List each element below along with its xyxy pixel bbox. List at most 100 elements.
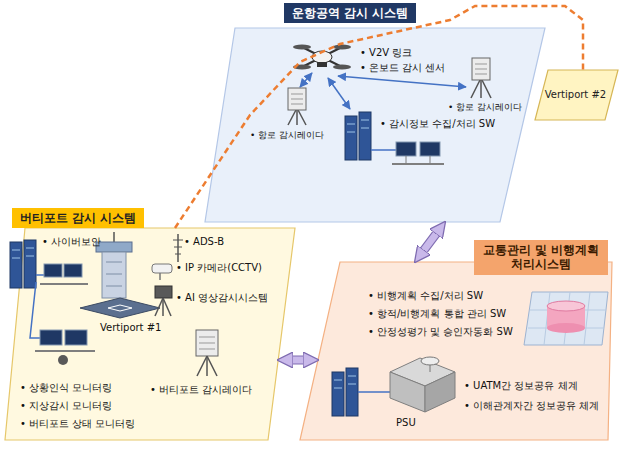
radar-icon-part bbox=[291, 94, 303, 95]
component-label: • AI 영상감시시스템 bbox=[176, 292, 268, 304]
vertiport-pad-part bbox=[108, 305, 132, 311]
monitor-icon-part bbox=[64, 264, 82, 277]
server-icon-part bbox=[24, 240, 36, 288]
component-label: • IP 카메라(CCTV) bbox=[176, 262, 262, 274]
monitor-icon-part bbox=[396, 142, 416, 156]
monitor-icon-part bbox=[430, 156, 431, 164]
radar-icon-part bbox=[475, 64, 487, 65]
panel-shape bbox=[205, 28, 545, 222]
panel-shape bbox=[300, 262, 612, 440]
operator-desk-part bbox=[65, 330, 87, 345]
component-label: • 항적/비행계획 통합 관리 SW bbox=[368, 308, 506, 320]
psu-building-part bbox=[425, 372, 455, 412]
component-label: • 온보드 감시 센서 bbox=[360, 62, 445, 74]
panel-shape bbox=[5, 228, 295, 440]
server-icon-part bbox=[359, 112, 371, 160]
monitor-icon-part bbox=[392, 163, 444, 165]
component-label: • 이해관계자간 정보공유 체계 bbox=[464, 400, 599, 412]
panel-outline bbox=[205, 3, 545, 222]
component-label: • V2V 링크 bbox=[360, 47, 412, 59]
vertiport-pad bbox=[80, 298, 160, 318]
component-label: • 버티포트 감시레이다 bbox=[150, 384, 252, 396]
cctv-camera-part bbox=[159, 273, 161, 280]
control-tower-part bbox=[106, 286, 122, 287]
radar-icon-part bbox=[199, 349, 215, 350]
drone-icon-part bbox=[293, 45, 311, 50]
server-icon-part bbox=[26, 248, 34, 249]
server-icon bbox=[332, 368, 358, 416]
monitor-icon-part bbox=[406, 156, 407, 164]
radar-icon-part bbox=[297, 108, 306, 125]
ai-camera-icon-part bbox=[163, 298, 171, 316]
radar-icon-part bbox=[475, 74, 487, 75]
server-icon-part bbox=[12, 250, 20, 251]
control-tower-part bbox=[106, 262, 122, 263]
panel-title: 운항공역 감시 시스템 bbox=[284, 3, 416, 23]
radio-link-arrow bbox=[300, 73, 466, 109]
ads-b-antenna-part bbox=[177, 234, 179, 262]
cctv-camera-part bbox=[152, 264, 172, 273]
panel-label: Vertiport #2 bbox=[533, 89, 618, 102]
arrow-shaft bbox=[293, 357, 303, 364]
server-icon-part bbox=[361, 128, 369, 129]
radar-icon-part bbox=[472, 58, 490, 80]
psu-building-part bbox=[390, 372, 425, 412]
double-arrow bbox=[424, 234, 436, 250]
operator-desk-part bbox=[35, 350, 95, 352]
radar-icon-part bbox=[199, 343, 215, 344]
ai-camera-icon-part bbox=[155, 286, 172, 298]
component-label: Vertiport #1 bbox=[100, 322, 161, 334]
radar-icon-part bbox=[196, 330, 218, 356]
airspace-map-part bbox=[547, 323, 585, 333]
arrow-outline bbox=[293, 356, 303, 365]
monitor-icon bbox=[392, 142, 444, 164]
panel-title: 버티포트 감시 시스템 bbox=[12, 208, 144, 228]
server-icon-part bbox=[361, 120, 369, 121]
vertiport-pad-part bbox=[80, 298, 160, 318]
drone-icon-part bbox=[317, 62, 327, 67]
radar-icon bbox=[471, 58, 491, 98]
server-icon bbox=[10, 240, 36, 288]
radio-link-arrow-part bbox=[300, 73, 312, 87]
radar-icon-part bbox=[291, 104, 303, 105]
component-label: • 항로 감시레이다 bbox=[250, 130, 324, 141]
airspace-map bbox=[524, 292, 608, 345]
route-dashed-line bbox=[175, 6, 583, 228]
component-label: • 사이버보안 bbox=[42, 236, 101, 248]
radar-icon-part bbox=[207, 356, 217, 376]
server-icon-part bbox=[12, 258, 20, 259]
component-label: • UATM간 정보공유 체계 bbox=[464, 380, 578, 392]
psu-building bbox=[390, 357, 455, 412]
component-label: • 안정성평가 및 승인자동화 SW bbox=[368, 326, 513, 338]
radar-icon-part bbox=[288, 108, 297, 125]
arrow-outline bbox=[424, 234, 436, 250]
radar-icon-part bbox=[471, 78, 481, 98]
radar-icon-part bbox=[480, 78, 482, 98]
server-icon-part bbox=[332, 372, 344, 416]
component-label: • 비행계획 수집/처리 SW bbox=[368, 290, 483, 302]
radar-icon-part bbox=[475, 69, 487, 70]
route-line bbox=[175, 6, 583, 228]
radar-icon bbox=[196, 330, 218, 376]
server-icon-part bbox=[348, 384, 356, 385]
drone-icon-part bbox=[333, 45, 351, 50]
network-wire bbox=[371, 150, 396, 151]
vertiport-panel: Vertiport #2 bbox=[533, 70, 618, 120]
network-wire-part bbox=[36, 274, 44, 276]
radar-icon-part bbox=[288, 88, 306, 110]
component-label: PSU bbox=[396, 417, 416, 429]
control-tower-part bbox=[102, 252, 126, 298]
component-label: • ADS-B bbox=[184, 236, 224, 248]
drone-icon bbox=[293, 45, 351, 70]
component-label: • 지상감시 모니터링 bbox=[20, 400, 112, 412]
server-icon-part bbox=[345, 116, 357, 160]
server-icon-part bbox=[26, 256, 34, 257]
monitor-icon-part bbox=[44, 264, 62, 277]
operator-desk-part bbox=[40, 330, 62, 345]
radar-icon-part bbox=[481, 78, 491, 98]
network-wire-part bbox=[30, 282, 40, 338]
ads-b-antenna-part bbox=[174, 247, 182, 248]
component-label: • 항로 감시레이다 bbox=[448, 102, 522, 113]
ai-camera-icon bbox=[155, 286, 172, 316]
server-icon-part bbox=[10, 242, 22, 288]
